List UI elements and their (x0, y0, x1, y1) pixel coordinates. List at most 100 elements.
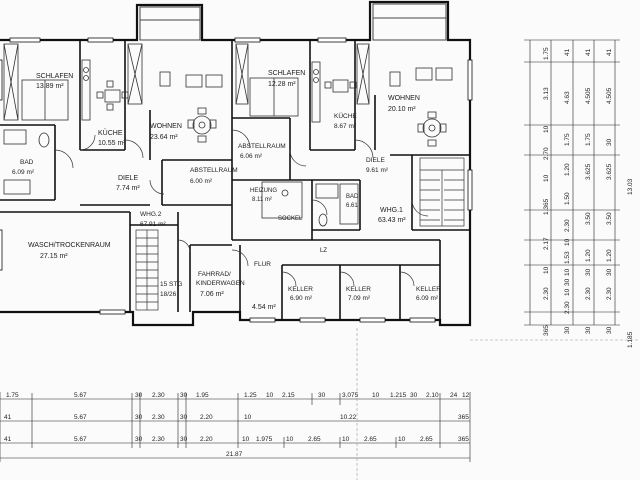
room-name-kueche-right: KÜCHE (334, 112, 357, 120)
dim-b1-9: 30 (318, 392, 326, 399)
room-area-bad-right: 6.61 (346, 203, 358, 209)
dim-b3-10: 10 (342, 436, 350, 443)
room-area-schlafen-right: 12.28 m² (268, 81, 296, 88)
sheet-fold-line (356, 328, 640, 480)
dim-r2-11: 2.30 (564, 301, 571, 314)
dim-r3-6: 30 (585, 268, 592, 276)
room-name-wohnen-right: WOHNEN (388, 95, 420, 102)
lz-label: LZ (320, 248, 327, 254)
room-area-keller1: 6.90 m² (290, 295, 313, 302)
furniture-tables (96, 67, 453, 147)
dim-r2-9: 30 (564, 278, 571, 286)
right-dimension-text: 1.75 3.13 10 2.70 10 1.365 2.17 10 2.30 … (543, 47, 634, 348)
dim-r2-8: 10 (564, 268, 571, 276)
room-labels: SCHLAFEN 13.89 m² KÜCHE 10.55 m² WOHNEN … (12, 70, 441, 311)
room-name-schlafen-left: SCHLAFEN (36, 73, 73, 80)
room-area-wasch: 27.15 m² (40, 253, 68, 260)
room-name-abstell-left: ABSTELLRAUM (190, 167, 238, 174)
dim-b3-4: 30 (180, 436, 188, 443)
room-name-whg1: WHG.1 (380, 207, 403, 214)
dim-r1-9: 365 (543, 325, 550, 336)
balconies (139, 3, 447, 41)
dim-b1-14: 2.10 (426, 392, 439, 399)
dim-b2-5: 2.20 (200, 414, 213, 421)
dim-r1-6: 2.17 (543, 237, 550, 250)
dim-b3-6: 10 (242, 436, 250, 443)
stair-steps-label: 15 STG (160, 281, 182, 288)
stair-left (135, 229, 159, 311)
stair-right (419, 157, 465, 227)
dim-b3-5: 2.20 (200, 436, 213, 443)
dim-r2-2: 1.75 (564, 133, 571, 146)
dim-b1-1: 5.67 (74, 392, 87, 399)
dim-b3-7: 1.975 (256, 436, 273, 443)
dim-r2-7: 1.53 (564, 251, 571, 264)
dim-r3-8: 30 (585, 326, 592, 334)
dim-b2-4: 30 (180, 414, 188, 421)
kitchen-counters (81, 59, 321, 123)
room-area-diele-right: 9.61 m² (366, 167, 389, 174)
dim-r4-3: 3.625 (606, 163, 613, 180)
dim-b3-9: 2.65 (308, 436, 321, 443)
dim-b3-12: 10 (398, 436, 406, 443)
dim-r4-0: 41 (606, 48, 613, 56)
bottom-dimension-text: 1.75 5.67 30 2.30 30 1.95 1.25 10 2.15 3… (4, 392, 470, 458)
dim-r3-3: 3.625 (585, 163, 592, 180)
room-name-abstell-mid: ABSTELLRAUM (238, 143, 286, 150)
heating-unit (261, 181, 303, 219)
room-area-diele-left: 7.74 m² (116, 185, 140, 192)
room-area-abstell-mid: 6.06 m² (240, 153, 263, 160)
dim-r1-5: 1.365 (543, 198, 550, 215)
dim-b2-6: 10 (244, 414, 252, 421)
room-name-flur: FLUR (254, 261, 271, 268)
dim-r2-6: 10 (564, 238, 571, 246)
dim-r1-1: 3.13 (543, 87, 550, 100)
room-name-fahrrad-2: KINDERWAGEN (196, 280, 245, 287)
windows (0, 37, 473, 323)
dim-r1-3: 2.70 (543, 147, 550, 160)
dim-r4-5: 1.20 (606, 249, 613, 262)
dim-bottom-total: 21.87 (226, 451, 243, 458)
interior-walls (0, 40, 470, 325)
dim-b2-3: 2.30 (152, 414, 165, 421)
dim-b3-14: 365 (458, 436, 469, 443)
bottom-dimension-lines (0, 392, 471, 462)
dim-b1-6: 1.25 (244, 392, 257, 399)
dim-r1-4: 10 (543, 174, 550, 182)
dim-b2-1: 5.67 (74, 414, 87, 421)
dim-r2-4: 1.50 (564, 192, 571, 205)
dim-right-end: 1.185 (627, 331, 634, 348)
room-area-keller3: 6.09 m² (416, 295, 439, 302)
room-area-abstell-left: 6.00 m² (190, 178, 213, 185)
dim-b1-12: 1.215 (390, 392, 407, 399)
dim-b1-2: 30 (135, 392, 143, 399)
room-name-bad-left: BAD (20, 159, 34, 166)
dim-r2-1: 4.63 (564, 91, 571, 104)
door-swings (54, 129, 429, 287)
dim-r3-4: 3.50 (585, 212, 592, 225)
room-area-wohnen-right: 20.10 m² (388, 106, 416, 113)
room-area-whg1: 63.43 m² (378, 217, 406, 224)
room-area-kueche-left: 10.55 m² (98, 140, 126, 147)
dim-r2-5: 2.30 (564, 219, 571, 232)
dim-r1-0: 1.75 (543, 47, 550, 60)
dim-r3-0: 41 (585, 48, 592, 56)
dim-r4-1: 4.505 (606, 87, 613, 104)
dim-b1-15: 24 (450, 392, 458, 399)
bath-fixtures (3, 129, 359, 227)
dim-right-total: 13.03 (627, 178, 634, 195)
dim-r1-8: 2.30 (543, 287, 550, 300)
room-area-flur: 4.54 m² (252, 304, 276, 311)
dim-b1-11: 10 (372, 392, 380, 399)
room-area-schlafen-left: 13.89 m² (36, 83, 64, 90)
room-area-heizung: 8.11 m² (252, 197, 272, 203)
dim-r2-10: 10 (564, 288, 571, 296)
beds (21, 77, 299, 121)
dim-b2-7: 10.22 (340, 414, 357, 421)
dim-b1-0: 1.75 (6, 392, 19, 399)
dim-r3-2: 1.75 (585, 133, 592, 146)
right-dimension-lines (524, 39, 620, 326)
room-name-schlafen-right: SCHLAFEN (268, 70, 305, 77)
dim-b1-8: 2.15 (282, 392, 295, 399)
